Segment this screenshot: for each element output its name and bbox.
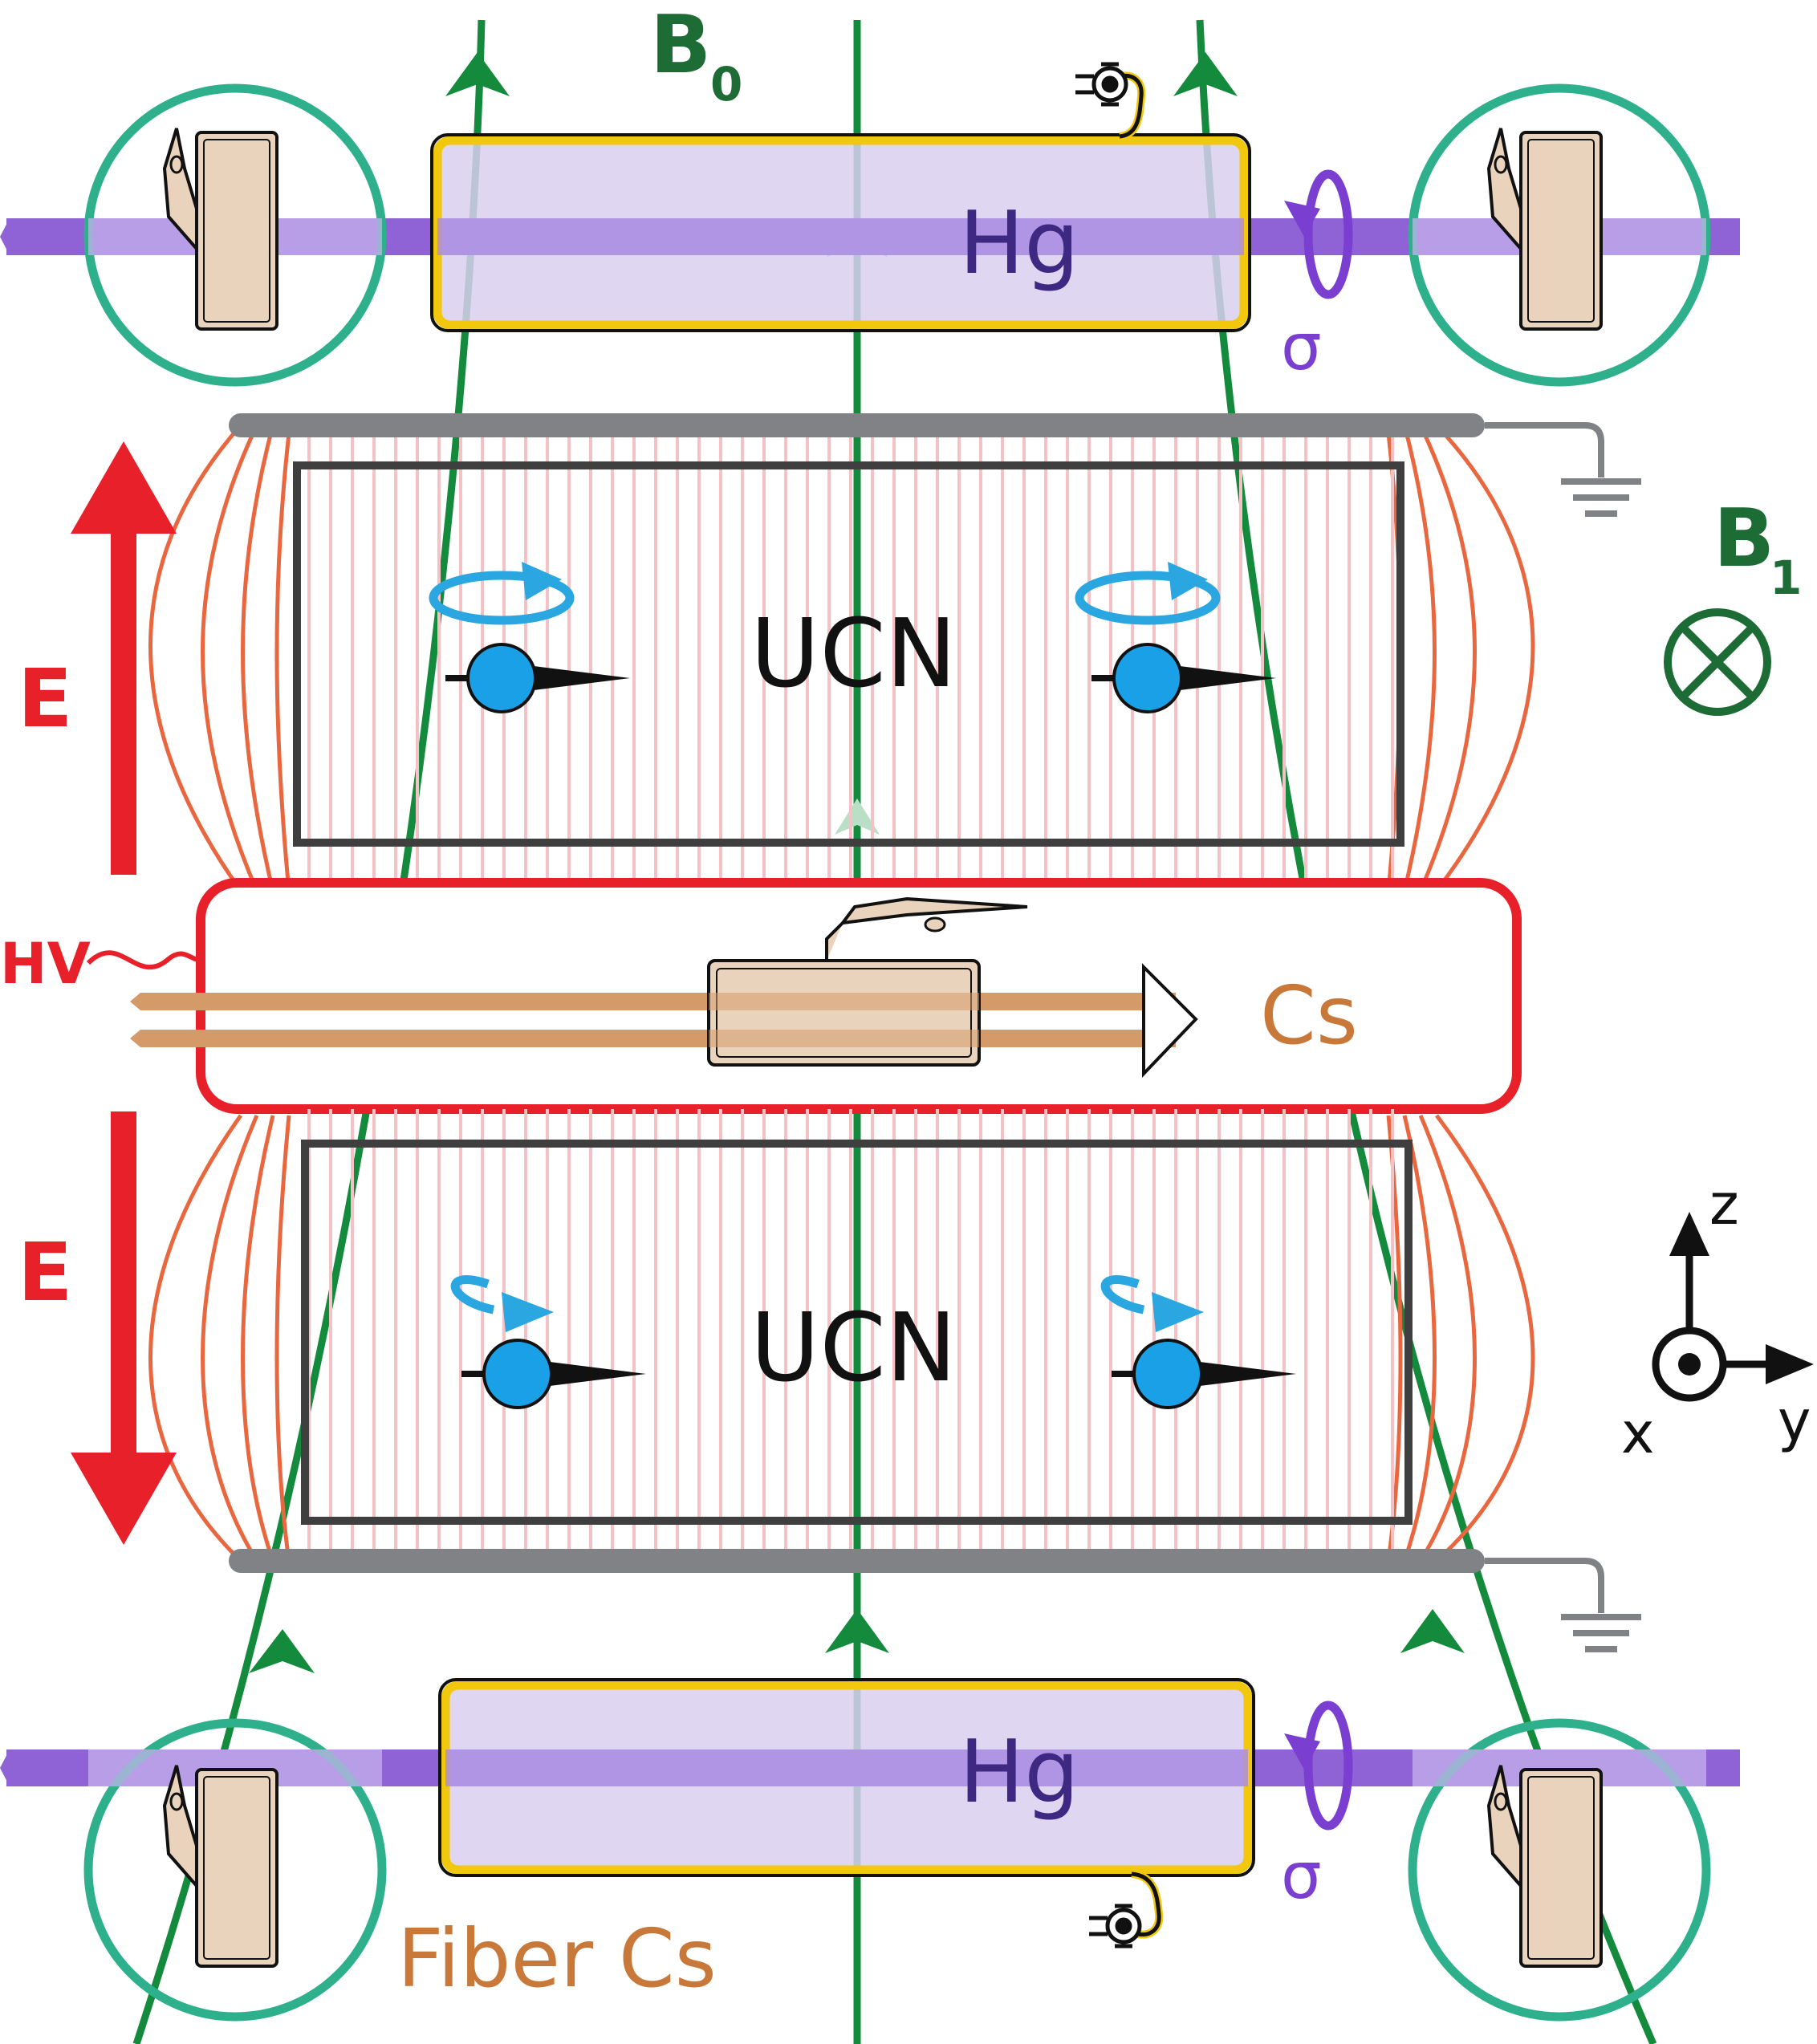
cs-label: Cs [1260,969,1358,1063]
ground-icon-bottom [1561,1614,1641,1652]
e-field-arrow-up [71,441,177,875]
circular-polarization-arrowhead-top [1284,201,1320,237]
axis-x-label: x [1621,1400,1654,1466]
cs-beam-lower-tip [130,1030,140,1047]
ucn-label-bottom: UCN [750,1292,957,1403]
ground-wire-bottom [1485,1558,1604,1613]
laser-beam-top-through-cell [437,218,1244,255]
field-ladder-lower [307,1109,1394,1549]
neutron-spin-bottom-left [450,1275,646,1409]
hv-label: HV [0,931,91,997]
into-page-icon [1664,608,1771,716]
fiber-cs-sensor-icon [1486,128,1603,331]
fiber-cs-sensor-icon [162,128,278,331]
b0-subscript: 0 [710,57,742,112]
hg-label-bottom: Hg [959,1722,1079,1823]
e-label-top: E [18,652,72,746]
b0-arrowhead-bottom-right [1400,1609,1465,1653]
laser-beam-bottom-through-cell [445,1749,1248,1786]
b1-subscript: 1 [1770,551,1802,605]
e-label-bottom: E [18,1225,72,1319]
fiber-cs-sensor-icon [1486,1765,1603,1968]
sensor-top-right [1408,83,1711,387]
b0-arrowhead-top-left [445,52,510,96]
ucn-chamber-top [293,461,1404,847]
ground-icon-top [1561,478,1641,517]
coordinate-axes: z x y [1621,1172,1814,1466]
hv-cable [86,950,202,970]
b1-label: B [1713,491,1774,585]
hg-label-top: Hg [959,193,1079,294]
sensor-circle [1408,1718,1711,2022]
cs-beam-arrowhead [1142,963,1198,1078]
b0-arrowhead-bottom-left [249,1629,315,1673]
out-of-page-icon [1652,1327,1727,1402]
laser-beam-bottom-tip [0,1749,10,1786]
fiber-cs-sensor-icon [162,1765,278,1968]
ground-electrode-top[interactable] [229,413,1485,437]
pump-icon-bottom [1089,1870,1164,1949]
sensor-circle [83,1718,387,2022]
ground-electrode-bottom[interactable] [229,1549,1485,1573]
axis-z-label: z [1709,1172,1739,1237]
cs-beam-lower [140,1030,1176,1047]
b0-arrowhead-top-right [1173,52,1238,96]
pump-icon-top [1075,62,1146,140]
e-field-arrow-down [71,1111,177,1545]
ucn-label-top: UCN [750,598,957,709]
b0-arrowhead-bottom-center [825,1609,889,1653]
hg-cell-bottom-outline [438,1678,1255,1877]
axis-y-label: y [1778,1388,1811,1454]
sensor-bottom-left [83,1718,387,2022]
b0-label: B [650,0,711,91]
sensor-bottom-right [1408,1718,1711,2022]
circular-polarization-icon-top [1303,169,1353,299]
cs-cell [707,896,1028,1067]
hg-cell-top-outline [430,133,1251,332]
sigma-label-top: σ [1281,310,1322,384]
circular-polarization-icon-bottom [1303,1701,1353,1831]
neutron-spin-bottom-right [1100,1275,1296,1409]
circular-polarization-arrowhead-bottom [1284,1733,1320,1770]
ground-wire-top [1485,422,1604,477]
cs-beam-upper-tip [130,993,140,1010]
sensor-top-left [83,83,387,387]
b0-arrowhead-center-faint [835,799,880,835]
cs-beam-upper [140,993,1176,1010]
electric-field-lines-lower [148,1114,1535,1562]
laser-beam-top-tip [0,218,10,255]
neutron-spin-top-left [429,562,630,713]
fiber-cs-label: Fiber Cs [397,1912,717,2005]
ucn-chamber-bottom [301,1140,1413,1525]
neutron-spin-top-right [1075,562,1276,713]
sigma-label-bottom: σ [1281,1839,1322,1913]
